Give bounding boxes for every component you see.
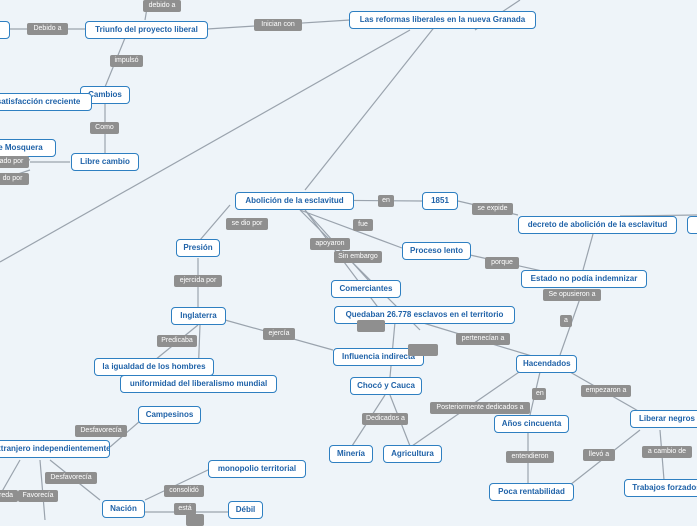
node-poca[interactable]: Poca rentabilidad: [489, 483, 574, 501]
label-reda: reda: [0, 490, 18, 502]
node-abolicion[interactable]: Abolición de la esclavitud: [235, 192, 354, 210]
node-presion[interactable]: Presión: [176, 239, 220, 257]
label-debido-a-top: debido a: [143, 0, 181, 12]
node-influencia[interactable]: Influencia indirecta: [333, 348, 424, 366]
label-se-expide: se expide: [472, 203, 513, 215]
node-inglaterra[interactable]: Inglaterra: [171, 307, 226, 325]
label-a-cambio-de: a cambio de: [642, 446, 692, 458]
label-ejercida-por: ejercida por: [174, 275, 222, 287]
node-agricultura[interactable]: Agricultura: [383, 445, 442, 463]
label-se-opusieron: Se opusieron a: [543, 289, 601, 301]
node-offscreen-right[interactable]: [687, 216, 697, 234]
label-blank-3: [186, 514, 204, 526]
node-1851[interactable]: 1851: [422, 192, 458, 210]
node-proceso[interactable]: Proceso lento: [402, 242, 471, 260]
node-anios[interactable]: Años cincuenta: [494, 415, 569, 433]
node-igualdad[interactable]: la igualdad de los hombres: [94, 358, 214, 376]
label-desfavorecia-1: Desfavorecía: [75, 425, 127, 437]
label-inician-con: Inician con: [254, 19, 302, 31]
label-a: a: [560, 315, 572, 327]
node-hacendados[interactable]: Hacendados: [516, 355, 577, 373]
label-entendieron: entendieron: [506, 451, 554, 463]
label-blank-1: [357, 320, 385, 332]
node-independiente[interactable]: Extranjero independientemente: [0, 440, 110, 458]
node-nacion[interactable]: Nación: [102, 500, 145, 518]
label-sin-embargo: Sin embargo: [334, 251, 382, 263]
node-reformas[interactable]: Las reformas liberales en la nueva Grana…: [349, 11, 536, 29]
node-quedaban[interactable]: Quedaban 26.778 esclavos en el territori…: [334, 306, 515, 324]
label-predicaba: Predicaba: [157, 335, 197, 347]
label-blank-2: [408, 344, 438, 356]
node-comerciantes[interactable]: Comerciantes: [331, 280, 401, 298]
label-consolido: consolidó: [164, 485, 204, 497]
label-se-dio-por: se dio por: [226, 218, 268, 230]
node-librecambio[interactable]: Libre cambio: [71, 153, 139, 171]
label-apoyaron: apoyaron: [310, 238, 350, 250]
node-mineria[interactable]: Minería: [329, 445, 373, 463]
label-ado-por: ado por: [0, 156, 29, 168]
node-mosquera[interactable]: de Mosquera: [0, 139, 56, 157]
label-en-1: en: [378, 195, 394, 207]
label-do-por: do por: [0, 173, 29, 185]
label-llevo-a: llevó a: [583, 449, 615, 461]
label-como: Como: [90, 122, 119, 134]
label-pertenecian: pertenecían a: [456, 333, 510, 345]
node-uniformidad[interactable]: uniformidad del liberalismo mundial: [120, 375, 277, 393]
label-esta: está: [174, 503, 196, 515]
label-en-2: en: [532, 388, 546, 400]
label-desfavorecia-2: Desfavorecía: [45, 472, 97, 484]
node-campesinos[interactable]: Campesinos: [138, 406, 201, 424]
node-liberar[interactable]: Liberar negros: [630, 410, 697, 428]
node-decreto[interactable]: decreto de abolición de la esclavitud: [518, 216, 677, 234]
label-empezaron: empezaron a: [581, 385, 631, 397]
node-trabajos[interactable]: Trabajos forzados: [624, 479, 697, 497]
label-porque: porque: [485, 257, 519, 269]
label-fue: fue: [353, 219, 373, 231]
label-dedicados: Dedicados a: [362, 413, 408, 425]
label-posteriormente: Posteriormente dedicados a: [430, 402, 530, 414]
label-impulso: impulsó: [110, 55, 143, 67]
node-choco[interactable]: Chocó y Cauca: [350, 377, 422, 395]
node-estado[interactable]: Estado no podía indemnizar: [521, 270, 647, 288]
label-debido-a: Debido a: [27, 23, 68, 35]
label-favorecia: Favorecía: [18, 490, 58, 502]
node-offscreen-left[interactable]: [0, 21, 10, 39]
label-ejercia: ejercía: [263, 328, 295, 340]
node-debil[interactable]: Débil: [228, 501, 263, 519]
node-triunfo[interactable]: Triunfo del proyecto liberal: [85, 21, 208, 39]
node-insatisfaccion[interactable]: Insatisfacción creciente: [0, 93, 92, 111]
node-monopolio[interactable]: monopolio territorial: [208, 460, 306, 478]
